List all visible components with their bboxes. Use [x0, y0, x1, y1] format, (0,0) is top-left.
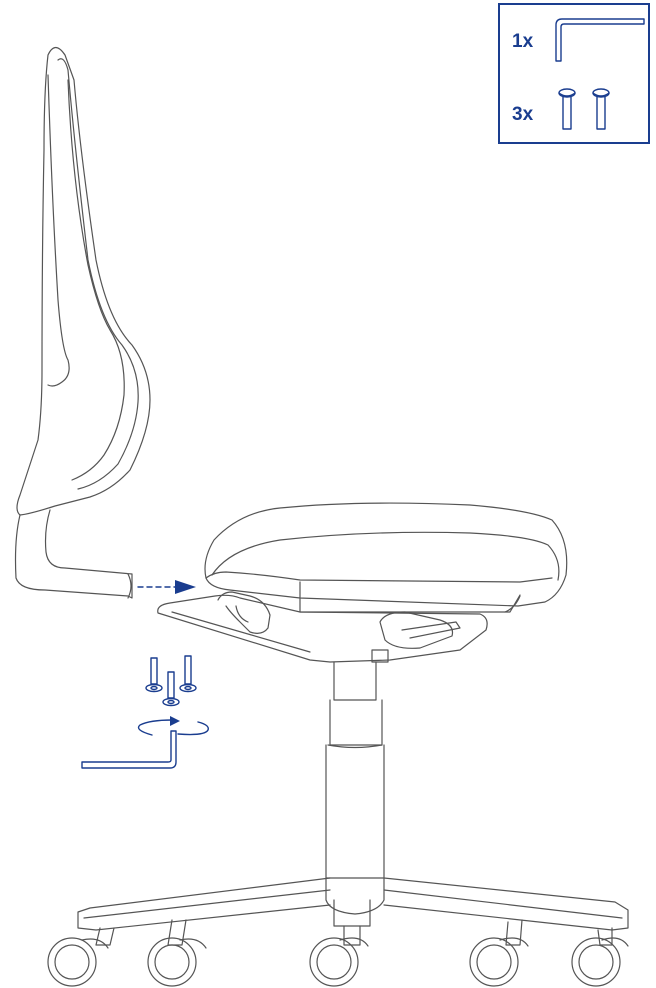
screw-icon [179, 655, 197, 693]
gas-cylinder [325, 661, 385, 879]
parts-box: 1x 3x [498, 3, 650, 144]
allen-key-quantity: 1x [512, 31, 534, 52]
screw-quantity: 3x [512, 104, 534, 125]
screw-icon [592, 88, 610, 130]
screw-icon [162, 671, 180, 707]
casters [47, 937, 629, 987]
seat-mechanism [157, 591, 488, 663]
screw-icon [558, 88, 576, 130]
arrow-icon [137, 580, 196, 594]
allen-key-icon [555, 18, 645, 62]
backrest [16, 46, 151, 516]
screw-icon [145, 657, 163, 693]
rotation-icon [137, 716, 209, 736]
backrest-support [14, 509, 133, 599]
chair-base [77, 877, 629, 946]
seat [204, 502, 568, 613]
allen-key-icon [81, 730, 177, 769]
